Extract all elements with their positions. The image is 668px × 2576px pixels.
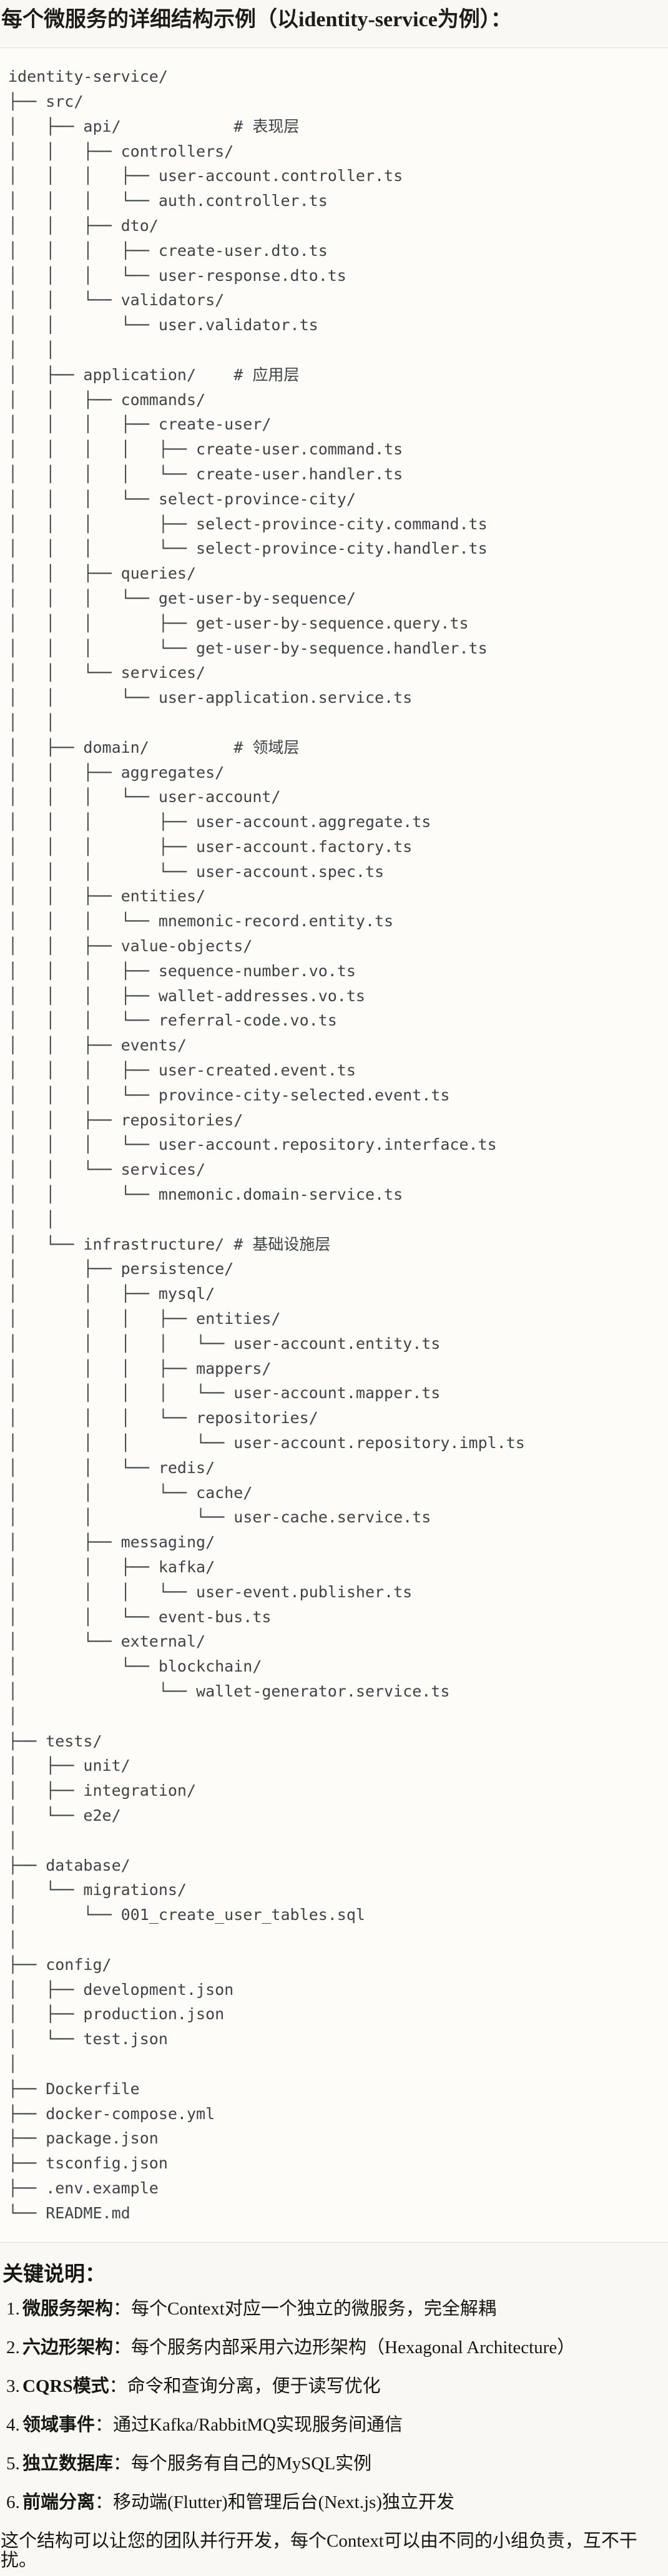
note-text: 独立数据库：每个服务有自己的MySQL实例 [22,2454,372,2474]
note-label: 领域事件 [22,2415,96,2436]
note-text: 微服务架构：每个Context对应一个独立的微服务，完全解耦 [22,2299,496,2319]
note-number: 5. [6,2454,20,2474]
note-item: 5.独立数据库：每个服务有自己的MySQL实例 [0,2454,668,2474]
note-label: CQRS模式 [22,2376,109,2397]
note-item: 2.六边形架构：每个服务内部采用六边形架构（Hexagonal Architec… [0,2338,668,2358]
chat-message: 每个微服务的详细结构示例（以identity-service为例）： ident… [0,6,668,2576]
note-text: 六边形架构：每个服务内部采用六边形架构（Hexagonal Architectu… [22,2338,576,2358]
note-label: 前端分离 [22,2492,96,2513]
note-label: 微服务架构 [22,2299,114,2319]
note-text: 前端分离：移动端(Flutter)和管理后台(Next.js)独立开发 [22,2492,454,2513]
note-label: 六边形架构 [22,2338,114,2358]
note-number: 2. [6,2338,20,2358]
footer-note: 这个结构可以让您的团队并行开发，每个Context可以由不同的小组负责，互不干扰… [1,2531,637,2571]
note-number: 1. [6,2299,20,2319]
note-label: 独立数据库 [22,2454,114,2474]
directory-tree: identity-service/ ├── src/ │ ├── api/ # … [8,67,525,2222]
note-number: 4. [6,2415,20,2436]
note-number: 6. [6,2492,20,2513]
note-text: CQRS模式：命令和查询分离，便于读写优化 [22,2376,381,2397]
page-title: 每个微服务的详细结构示例（以identity-service为例）： [1,8,512,31]
note-item: 6.前端分离：移动端(Flutter)和管理后台(Next.js)独立开发 [0,2493,668,2512]
note-item: 3.CQRS模式：命令和查询分离，便于读写优化 [0,2377,668,2396]
code-block: identity-service/ ├── src/ │ ├── api/ # … [0,47,668,2243]
notes-heading: 关键说明： [2,2263,106,2286]
note-item: 1.微服务架构：每个Context对应一个独立的微服务，完全解耦 [0,2299,668,2319]
note-number: 3. [6,2376,20,2397]
note-text: 领域事件：通过Kafka/RabbitMQ实现服务间通信 [22,2415,403,2436]
note-item: 4.领域事件：通过Kafka/RabbitMQ实现服务间通信 [0,2416,668,2435]
